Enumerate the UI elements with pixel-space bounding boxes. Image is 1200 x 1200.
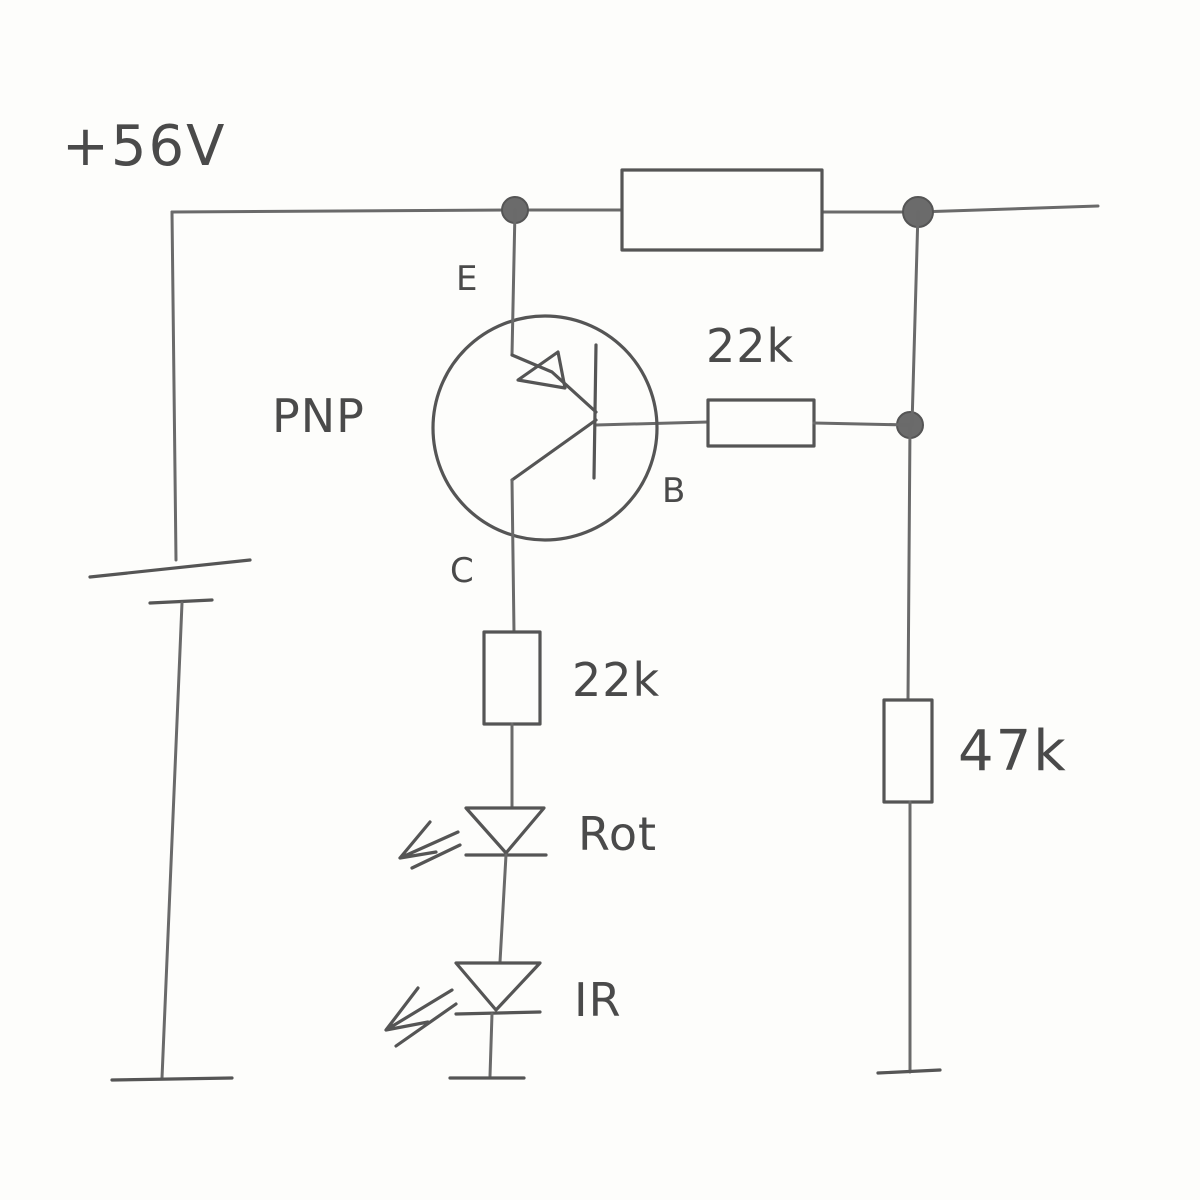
battery-short-plate <box>148 598 214 605</box>
base-bar <box>592 343 598 480</box>
base-to-divider-wire <box>812 421 912 427</box>
top-rail-wire-right <box>820 204 1100 214</box>
ir-led-emission-arrows <box>384 986 458 1048</box>
base-pin-label: B <box>662 471 685 511</box>
top-rail-wire <box>170 208 624 214</box>
ir-to-ground-wire <box>488 1012 494 1078</box>
ir-led-triangle <box>454 961 542 1012</box>
supply-voltage-label: +56V <box>62 114 227 179</box>
divider-resistor <box>882 698 934 804</box>
emitter-lead <box>510 208 517 357</box>
right-rail-middle <box>906 423 912 702</box>
divider-resistor-label: 47k <box>958 719 1068 784</box>
emitter-arrow-line <box>510 353 598 414</box>
emitter-pin-label: E <box>456 259 477 299</box>
base-wire <box>594 420 710 427</box>
transistor-circle <box>431 314 659 542</box>
base-resistor-label: 22k <box>706 319 794 373</box>
transistor-type-label: PNP <box>272 389 365 443</box>
red-led-label: Rot <box>578 807 657 861</box>
battery-lower-wire <box>160 601 184 1080</box>
red-led-emission-arrows <box>398 820 462 870</box>
battery-long-plate <box>88 558 252 579</box>
red-led-triangle <box>464 806 546 855</box>
red-to-ir-wire <box>498 853 508 964</box>
collector-pin-label: C <box>450 551 474 591</box>
collector-resistor <box>482 630 542 726</box>
collector-resistor-label: 22k <box>572 653 660 707</box>
collector-line <box>510 418 598 482</box>
collector-lead <box>510 478 516 634</box>
ground-right <box>876 1068 942 1075</box>
battery-upper-wire <box>170 210 178 562</box>
top-series-resistor <box>620 168 824 252</box>
ir-led-label: IR <box>574 973 622 1027</box>
right-rail-upper <box>910 210 920 427</box>
emitter-arrowhead <box>516 350 567 390</box>
ground-left <box>110 1076 234 1082</box>
base-resistor <box>706 398 816 448</box>
ir-led-bar <box>454 1010 542 1016</box>
